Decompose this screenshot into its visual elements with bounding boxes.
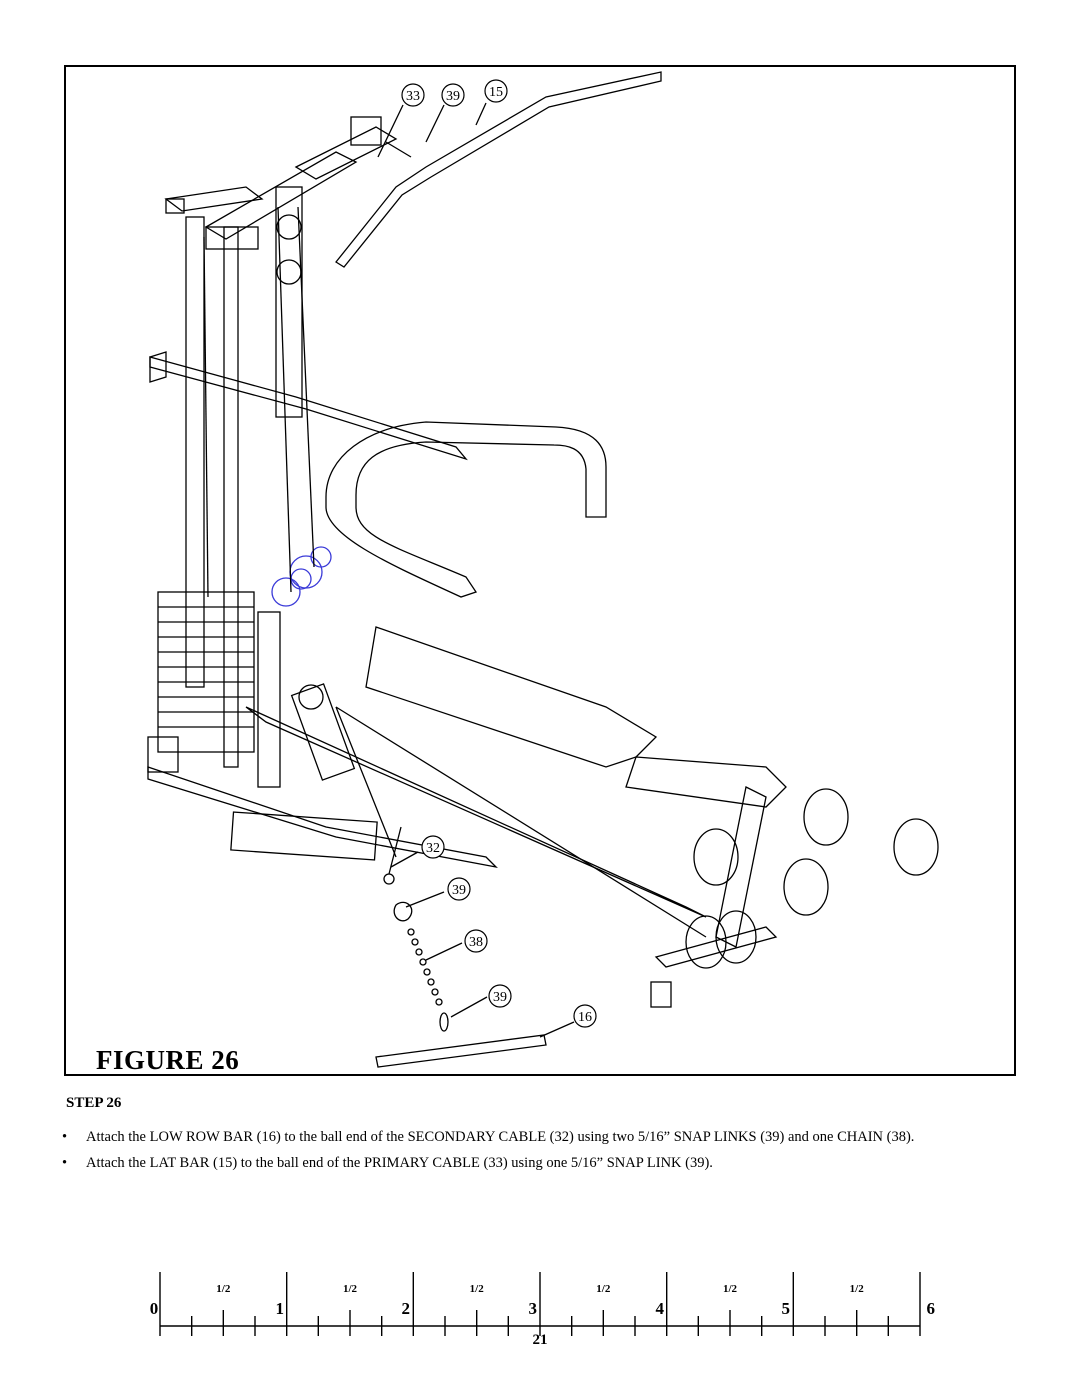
page-number: 21 bbox=[532, 1332, 548, 1348]
callout-text: 39 bbox=[493, 990, 507, 1005]
ruler-half-label: 1/2 bbox=[850, 1283, 865, 1295]
figure-frame: 33 39 15 32 39 38 39 16 FIGURE 26 bbox=[64, 65, 1016, 1076]
callout-text: 16 bbox=[578, 1010, 592, 1025]
ruler-number: 3 bbox=[529, 1299, 538, 1318]
ruler-half-label: 1/2 bbox=[723, 1283, 738, 1295]
callout-39-top bbox=[441, 83, 465, 107]
callout-39-low bbox=[488, 984, 512, 1008]
gym-assembly-illustration: 33 39 15 32 39 38 39 16 bbox=[147, 71, 939, 1068]
callout-33 bbox=[401, 83, 425, 107]
instruction-item: • Attach the LAT BAR (15) to the ball en… bbox=[62, 1154, 1022, 1173]
instruction-text: Attach the LAT BAR (15) to the ball end … bbox=[86, 1155, 713, 1171]
instruction-item: • Attach the LOW ROW BAR (16) to the bal… bbox=[62, 1128, 1022, 1147]
step-heading: STEP 26 bbox=[66, 1095, 122, 1111]
callout-15 bbox=[484, 79, 508, 103]
back-pad bbox=[625, 756, 787, 808]
ruler-half-label: 1/2 bbox=[596, 1283, 611, 1295]
callout-text: 39 bbox=[452, 883, 466, 898]
top-pulley-1 bbox=[276, 214, 302, 240]
leg-roller-1 bbox=[693, 828, 739, 886]
callout-39-mid bbox=[447, 877, 471, 901]
callout-32 bbox=[421, 835, 445, 859]
callout-text: 38 bbox=[469, 935, 483, 950]
bullet-icon: • bbox=[62, 1155, 68, 1171]
low-row-bar bbox=[375, 1034, 547, 1068]
ruler-number: 5 bbox=[782, 1299, 791, 1318]
callout-text: 39 bbox=[446, 89, 460, 104]
callout-16 bbox=[573, 1004, 597, 1028]
foot-plate bbox=[230, 811, 378, 861]
weight-stack bbox=[157, 591, 255, 753]
callout-text: 33 bbox=[406, 89, 420, 104]
ruler-half-label: 1/2 bbox=[216, 1283, 231, 1295]
callout-text: 32 bbox=[426, 841, 440, 856]
bench-seat bbox=[365, 626, 658, 768]
press-arm bbox=[325, 421, 607, 598]
tower-post-right bbox=[223, 226, 239, 768]
bullet-icon: • bbox=[62, 1129, 68, 1145]
top-crossbar bbox=[164, 186, 264, 212]
tower-post-left bbox=[185, 216, 205, 688]
figure-label: FIGURE 26 bbox=[96, 1045, 240, 1075]
ruler-number: 1 bbox=[276, 1299, 285, 1318]
instruction-list: • Attach the LOW ROW BAR (16) to the bal… bbox=[62, 1128, 1022, 1180]
ruler-half-label: 1/2 bbox=[470, 1283, 485, 1295]
ruler-number: 0 bbox=[150, 1299, 158, 1318]
callout-text: 15 bbox=[489, 85, 503, 100]
callout-38 bbox=[464, 929, 488, 953]
ruler-half-label: 1/2 bbox=[343, 1283, 358, 1295]
lat-bar bbox=[335, 71, 662, 268]
inch-ruler: 1/2 1/2 1/2 1/2 1/2 1/2 0 1 2 3 4 5 6 bbox=[150, 1272, 936, 1336]
ruler-number: 4 bbox=[656, 1299, 665, 1318]
instruction-text: Attach the LOW ROW BAR (16) to the ball … bbox=[86, 1129, 915, 1145]
ruler-number: 6 bbox=[927, 1299, 936, 1318]
ruler-number: 2 bbox=[402, 1299, 411, 1318]
